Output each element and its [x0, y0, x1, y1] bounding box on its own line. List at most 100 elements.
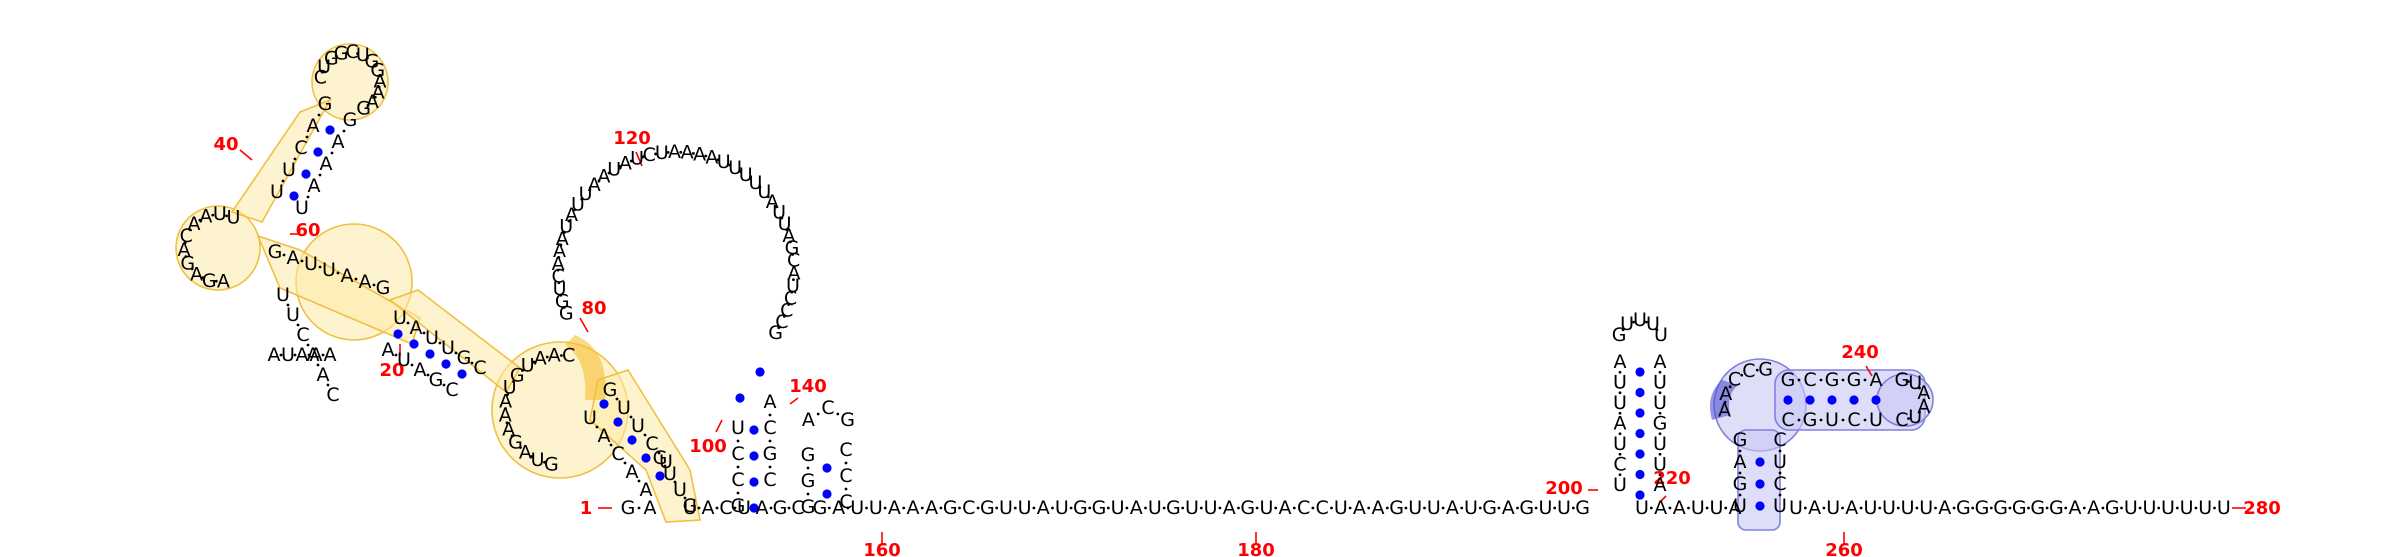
- nucleotide-loop: A: [310, 344, 323, 366]
- nucleotide-loop: U: [531, 449, 545, 471]
- backbone-dot: [214, 279, 218, 283]
- nucleotide-loop: G: [1612, 324, 1627, 346]
- nucleotide-loop: C: [314, 66, 327, 88]
- backbone-dot: [1237, 506, 1240, 510]
- nucleotide-stem: C: [1613, 454, 1626, 476]
- nucleotide-loop: G: [324, 48, 339, 70]
- nucleotide-loop: G: [180, 252, 195, 274]
- nucleotide-main: A: [1502, 497, 1515, 519]
- nucleotide-loop: A: [597, 166, 610, 188]
- backbone-dot: [769, 506, 773, 510]
- nucleotide-main: U: [1204, 497, 1218, 519]
- backbone-dot: [2027, 506, 2030, 510]
- nucleotide-loop: U: [1620, 313, 1634, 335]
- highlight-blue-dark: [1709, 380, 1738, 420]
- backbone-dot: [1632, 320, 1635, 324]
- backbone-dot: [2120, 506, 2123, 510]
- nucleotide-main: U: [1635, 497, 1649, 519]
- backbone-dot: [1144, 506, 1147, 510]
- backbone-dot: [1878, 506, 1882, 510]
- base-pair-dot: [393, 329, 403, 339]
- nucleotide-stem: C: [731, 469, 744, 491]
- backbone-dot: [768, 465, 772, 469]
- backbone-dot: [1618, 411, 1622, 415]
- base-pair-dot: [325, 125, 335, 135]
- backbone-dot: [595, 425, 599, 429]
- nucleotide-stem: C: [445, 379, 458, 401]
- nucleotide-main: U: [1055, 497, 1069, 519]
- backbone-dot: [470, 361, 474, 365]
- backbone-dot: [342, 129, 346, 133]
- nucleotide-stem: U: [583, 407, 597, 429]
- nucleotide-loop: G: [370, 60, 385, 82]
- nucleotide-loop: G: [555, 290, 570, 312]
- nucleotide-loop: C: [784, 287, 797, 309]
- nucleotide-loop: G: [334, 42, 349, 64]
- nucleotide-loop: U: [749, 172, 763, 194]
- backbone-dot: [1274, 506, 1278, 510]
- base-pair-dot: [1849, 395, 1859, 405]
- nucleotide-stem: A: [626, 461, 639, 483]
- nucleotide-stem: U: [1773, 495, 1787, 517]
- nucleotide-stem: U: [397, 349, 411, 371]
- backbone-dot: [1918, 386, 1921, 390]
- base-pair-dot: [641, 453, 651, 463]
- backbone-dot: [188, 228, 192, 232]
- nucleotide-main: C: [1297, 497, 1310, 519]
- nucleotide-loop: C: [180, 225, 193, 247]
- nucleotide-stem: G: [763, 443, 778, 465]
- backbone-dot: [1199, 506, 1203, 510]
- backbone-dot: [183, 241, 187, 245]
- backbone-dot: [1841, 378, 1845, 382]
- nucleotide-stem: C: [1773, 473, 1786, 495]
- backbone-dot: [790, 290, 794, 294]
- backbone-dot: [1778, 449, 1782, 453]
- nucleotide-main: A: [925, 497, 938, 519]
- nucleotide-main: G: [813, 497, 828, 519]
- nucleotide-stem: A: [307, 115, 320, 137]
- highlight-regions: [175, 43, 1934, 531]
- base-pair-dot: [457, 369, 467, 379]
- position-number-20: 20: [379, 360, 404, 381]
- nucleotide-stem: U: [295, 197, 309, 219]
- nucleotide-loop: G: [1758, 358, 1773, 380]
- backbone-dot: [1934, 506, 1937, 510]
- nucleotide-loop: A: [619, 152, 632, 174]
- backbone-dot: [774, 205, 778, 209]
- backbone-dot: [567, 219, 571, 223]
- backbone-dot: [318, 173, 322, 177]
- backbone-dot: [504, 407, 507, 410]
- nucleotide-main: G: [2105, 497, 2120, 519]
- backbone-dot: [1841, 418, 1845, 422]
- nucleotide-loop: U: [630, 148, 644, 170]
- nucleotide-stem: G: [801, 470, 816, 492]
- base-pair-dot: [599, 399, 609, 409]
- nucleotide-loop: A: [548, 344, 561, 366]
- nucleotide-main: U: [869, 497, 883, 519]
- backbone-dot: [1311, 506, 1315, 510]
- base-pair-dot: [1805, 395, 1815, 405]
- nucleotide-loop: A: [307, 344, 320, 366]
- backbone-dot: [1618, 432, 1622, 436]
- backbone-dot: [691, 152, 695, 155]
- nucleotide-loop: C: [1742, 360, 1755, 382]
- backbone-dot: [330, 151, 334, 155]
- nucleotide-stem: C: [473, 357, 486, 379]
- nucleotide-stem: U: [659, 451, 673, 473]
- nucleotide-stem: G: [1825, 369, 1840, 391]
- backbone-dot: [637, 506, 641, 510]
- nucleotide-loop: U: [281, 344, 295, 366]
- backbone-dot: [1859, 506, 1863, 510]
- backbone-dot: [641, 155, 645, 159]
- nucleotide-loop: A: [268, 344, 281, 366]
- nucleotide-main: A: [1130, 497, 1143, 519]
- backbone-dot: [286, 303, 290, 307]
- nucleotide-loop: G: [508, 431, 523, 453]
- nucleotide-stem: C: [763, 417, 776, 439]
- backbone-dot: [939, 506, 943, 510]
- position-number-120: 120: [613, 128, 651, 149]
- backbone-dot: [1534, 506, 1538, 510]
- nucleotide-loop: C: [775, 311, 788, 333]
- position-number-180: 180: [1237, 540, 1275, 557]
- position-number-160: 160: [863, 540, 901, 557]
